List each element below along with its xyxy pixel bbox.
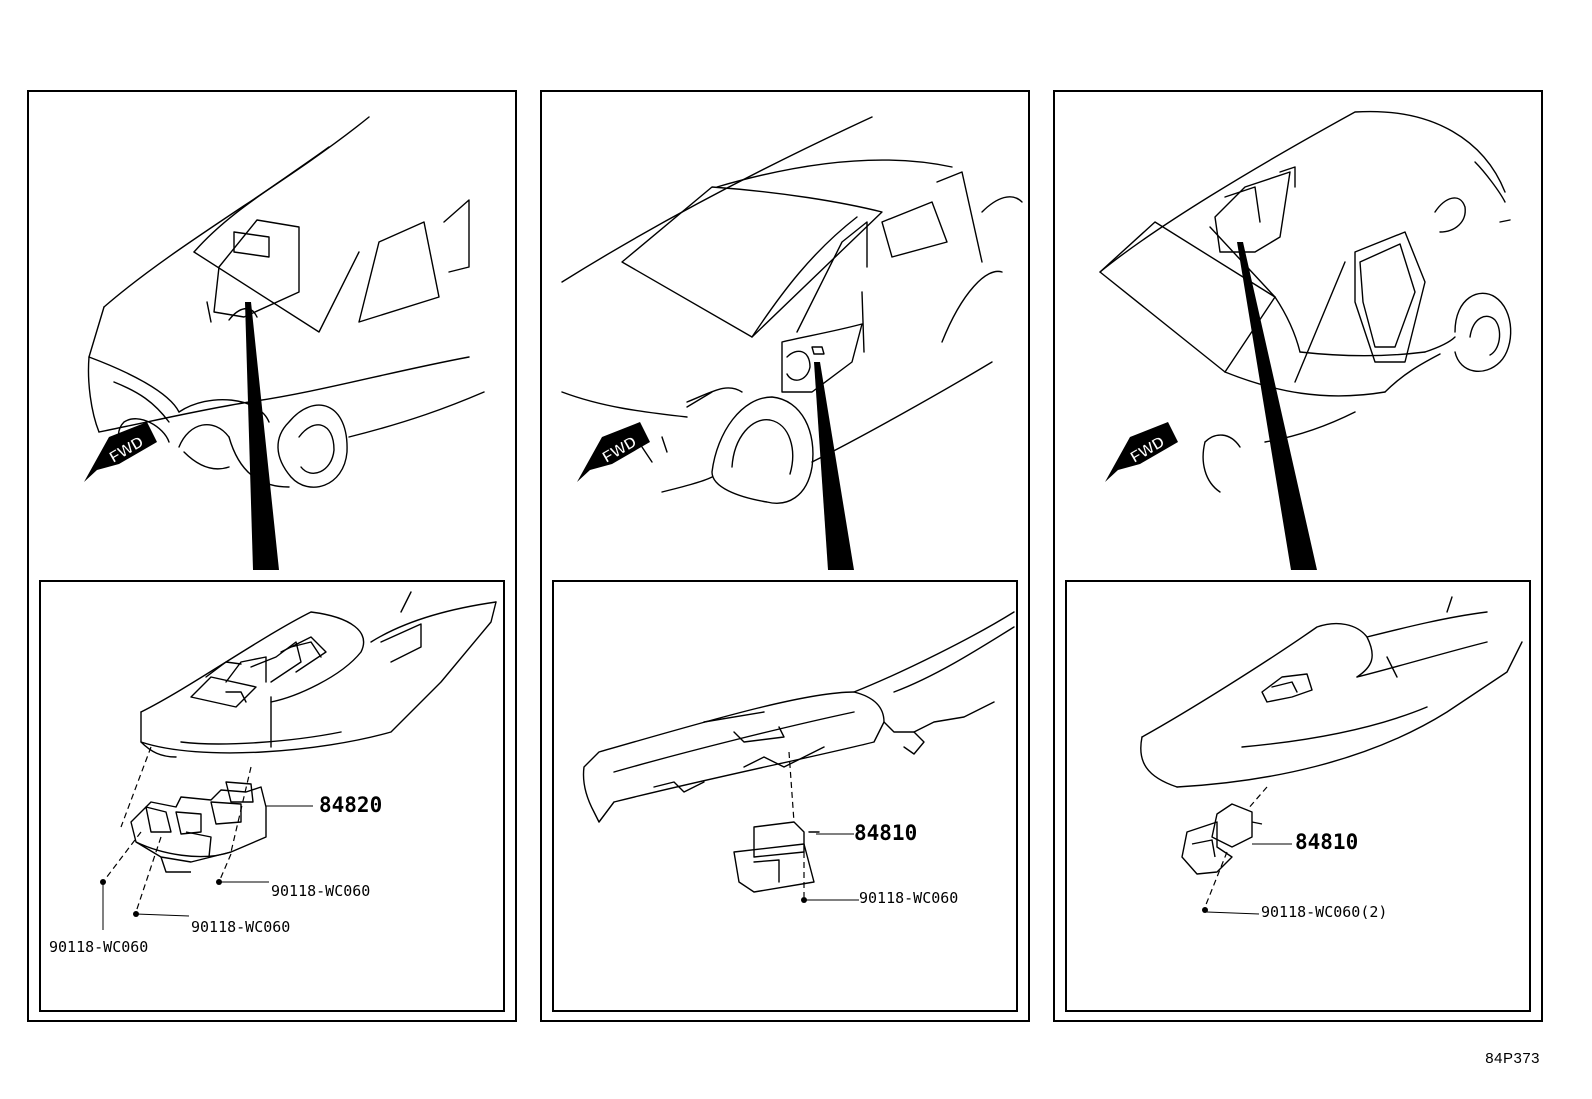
part-number-90118-wc060-b: 90118-WC060 bbox=[191, 918, 291, 936]
detail-view-passenger-switch: 84810 90118-WC060 bbox=[552, 580, 1018, 1012]
vehicle-side-view-illustration: FWD bbox=[542, 92, 1028, 570]
part-number-84820: 84820 bbox=[319, 793, 383, 817]
fwd-arrow-icon: FWD bbox=[577, 422, 650, 482]
vehicle-rear-view-illustration: FWD bbox=[1055, 92, 1541, 570]
part-number-90118-wc060-a: 90118-WC060 bbox=[271, 882, 371, 900]
figure-code: 84P373 bbox=[1485, 1050, 1540, 1067]
part-number-84810: 84810 bbox=[1295, 830, 1359, 854]
detail-view-rear-switch: 84810 90118-WC060(2) bbox=[1065, 580, 1531, 1012]
fwd-arrow-icon: FWD bbox=[1105, 422, 1178, 482]
rear-switch-illustration bbox=[1067, 582, 1529, 1010]
panel-rear-door-switch: FWD bbox=[1053, 90, 1543, 1022]
pointer-wedge bbox=[245, 302, 279, 570]
part-number-90118-wc060: 90118-WC060 bbox=[859, 889, 959, 907]
master-switch-illustration bbox=[100, 582, 503, 1010]
vehicle-front-view-illustration: FWD bbox=[84, 92, 515, 570]
passenger-switch-illustration bbox=[554, 582, 1016, 903]
panel-driver-master-switch: FWD bbox=[27, 90, 517, 1022]
pointer-wedge bbox=[814, 362, 854, 570]
part-number-84810: 84810 bbox=[854, 821, 918, 845]
panel-front-passenger-switch: FWD bbox=[540, 90, 1030, 1022]
part-number-90118-wc060-2: 90118-WC060(2) bbox=[1261, 903, 1388, 921]
fwd-arrow-icon: FWD bbox=[84, 422, 157, 482]
pointer-wedge bbox=[1237, 242, 1317, 570]
part-number-90118-wc060-c: 90118-WC060 bbox=[49, 938, 149, 956]
detail-view-driver-switch: 84820 90118-WC060 90118-WC060 90118-WC06… bbox=[39, 580, 505, 1012]
